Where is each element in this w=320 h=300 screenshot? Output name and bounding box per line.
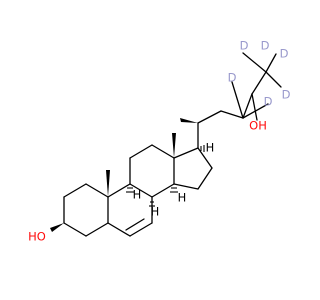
deuterium-label-2: D [261, 39, 270, 53]
deuterium-label-4: D [280, 47, 289, 61]
c21-methyl-wedge [180, 118, 198, 123]
h17-hash [200, 145, 205, 152]
h17-label: H [206, 141, 215, 155]
h8-hash [149, 201, 155, 207]
deuterium-label-1: D [240, 39, 249, 53]
h9-hash [126, 187, 134, 193]
c3-oh-wedge [50, 223, 64, 232]
c19-methyl-wedge [106, 170, 110, 197]
deuterium-label-6: D [264, 95, 273, 109]
h14-hash [170, 187, 178, 193]
h8-label: H [151, 205, 160, 219]
c18-methyl-wedge [172, 133, 176, 158]
h9-label: H [133, 188, 142, 202]
deuterium-label-5: D [282, 88, 291, 102]
ring-d [173, 147, 213, 190]
ring-hydroxyl-label: HO [28, 230, 46, 244]
deuterium-label-3: D [228, 71, 237, 85]
molecule-structure: HO OH H H H H D D D D D D [28, 39, 291, 244]
chain-hydroxyl-label: OH [249, 119, 267, 133]
side-chain [197, 52, 282, 149]
ring-a [63, 183, 109, 237]
ring-c [129, 144, 175, 198]
h14-label: H [178, 191, 187, 205]
ring-b [107, 183, 153, 237]
molecule-canvas: HO OH H H H H D D D D D D [28, 39, 291, 244]
double-bond-c5-c6 [125, 218, 145, 231]
